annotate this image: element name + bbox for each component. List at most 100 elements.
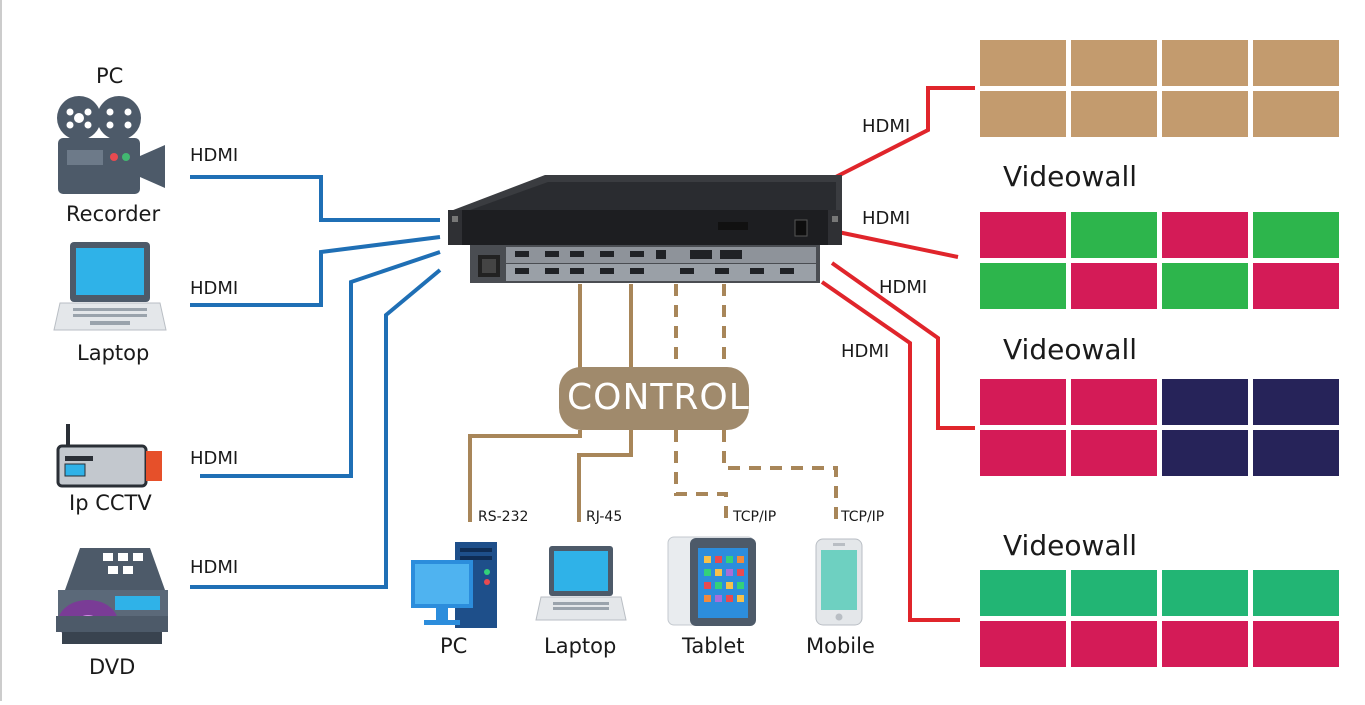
- videowall-4: [980, 570, 1339, 667]
- videowall-tile: [1162, 40, 1248, 86]
- output-line-2: [837, 230, 959, 259]
- input-hdmi-label-1: HDMI: [190, 145, 239, 166]
- hdmi-port: [680, 268, 694, 274]
- hdmi-port: [515, 268, 529, 274]
- matrix-switcher: [448, 175, 842, 283]
- videowall-1: [980, 40, 1339, 137]
- videowall-tile: [980, 379, 1066, 425]
- videowall-tile: [1071, 430, 1157, 476]
- input-connections: [190, 175, 442, 589]
- tablet-label: Tablet: [682, 634, 745, 658]
- laptop-control-icon: [535, 546, 627, 621]
- hdmi-port: [630, 251, 644, 257]
- videowall-tile: [1071, 91, 1157, 137]
- output-hdmi-label-2: HDMI: [862, 208, 911, 229]
- videowall-2: [980, 212, 1339, 309]
- dvd-icon: [56, 548, 168, 644]
- laptop-input-label: Laptop: [77, 341, 150, 365]
- recorder-icon: [57, 96, 165, 194]
- recorder-label: Recorder: [66, 202, 161, 226]
- hdmi-port: [570, 268, 584, 274]
- pc-input-label: PC: [96, 64, 124, 88]
- videowall-3: [980, 379, 1339, 476]
- output-hdmi-label-1: HDMI: [862, 116, 911, 137]
- output-line-1: [819, 86, 975, 187]
- laptop-input-icon: [53, 242, 167, 331]
- control-line-rs232-down: [468, 430, 582, 522]
- dvd-label: DVD: [89, 655, 136, 679]
- videowall-tile: [1162, 263, 1248, 309]
- mobile-icon: [815, 538, 863, 626]
- videowall-tile: [1071, 263, 1157, 309]
- input-line-cctv: [200, 250, 441, 478]
- videowall-tile: [980, 570, 1066, 616]
- videowall-tile: [1253, 430, 1339, 476]
- tcpip-label-1: TCP/IP: [733, 509, 777, 525]
- output-hdmi-label-3: HDMI: [879, 277, 928, 298]
- control-label: CONTROL: [567, 377, 750, 418]
- videowalls: [980, 40, 1339, 667]
- videowall-label-1: Videowall: [1003, 160, 1138, 193]
- pc-icon: [411, 542, 497, 628]
- hdmi-port: [600, 268, 614, 274]
- videowall-tile: [1253, 379, 1339, 425]
- control-connections-dashed: [674, 284, 838, 525]
- videowall-tile: [1071, 379, 1157, 425]
- videowall-tile: [1253, 621, 1339, 667]
- hdmi-port: [515, 251, 529, 257]
- cctv-icon: [56, 424, 162, 488]
- cctv-label: Ip CCTV: [69, 491, 152, 515]
- tcpip-line-tablet: [674, 430, 728, 525]
- videowall-tile: [980, 263, 1066, 309]
- tablet-icon: [667, 536, 756, 626]
- hdmi-port: [570, 251, 584, 257]
- control-box: [559, 367, 749, 430]
- rs232-label: RS-232: [478, 509, 529, 525]
- videowall-tile: [980, 212, 1066, 258]
- hdmi-port: [600, 251, 614, 257]
- input-hdmi-label-2: HDMI: [190, 278, 239, 299]
- output-connections: [819, 86, 975, 622]
- videowall-tile: [1162, 430, 1248, 476]
- videowall-tile: [1162, 570, 1248, 616]
- videowall-tile: [1071, 212, 1157, 258]
- videowall-tile: [1253, 91, 1339, 137]
- input-hdmi-label-3: HDMI: [190, 448, 239, 469]
- videowall-tile: [1253, 570, 1339, 616]
- rj45-label: RJ-45: [586, 509, 623, 525]
- laptop-control-label: Laptop: [544, 634, 617, 658]
- hdmi-port: [715, 268, 729, 274]
- tcpip-line-mobile: [722, 430, 838, 525]
- output-hdmi-label-4: HDMI: [841, 341, 890, 362]
- control-connections: [468, 284, 633, 522]
- control-line-rj45-down: [577, 430, 633, 522]
- videowall-tile: [1253, 212, 1339, 258]
- videowall-tile: [1162, 91, 1248, 137]
- control-port: [690, 250, 712, 259]
- switcher-ports: [515, 250, 794, 274]
- output-line-3: [830, 261, 975, 430]
- videowall-tile: [980, 91, 1066, 137]
- hdmi-port: [750, 268, 764, 274]
- hdmi-port: [630, 268, 644, 274]
- control-port: [720, 250, 742, 259]
- tcpip-label-2: TCP/IP: [841, 509, 885, 525]
- hdmi-port: [780, 268, 794, 274]
- hdmi-port: [545, 268, 559, 274]
- input-line-laptop: [190, 235, 441, 307]
- videowall-tile: [1162, 212, 1248, 258]
- control-port: [656, 250, 666, 259]
- input-line-recorder: [190, 175, 440, 222]
- videowall-tile: [1162, 379, 1248, 425]
- videowall-tile: [1253, 40, 1339, 86]
- videowall-tile: [1162, 621, 1248, 667]
- videowall-tile: [1071, 621, 1157, 667]
- input-hdmi-label-4: HDMI: [190, 557, 239, 578]
- videowall-label-3: Videowall: [1003, 529, 1138, 562]
- output-line-4: [820, 280, 960, 622]
- videowall-tile: [980, 40, 1066, 86]
- videowall-tile: [1071, 40, 1157, 86]
- videowall-tile: [1253, 263, 1339, 309]
- hdmi-port: [545, 251, 559, 257]
- mobile-label: Mobile: [806, 634, 875, 658]
